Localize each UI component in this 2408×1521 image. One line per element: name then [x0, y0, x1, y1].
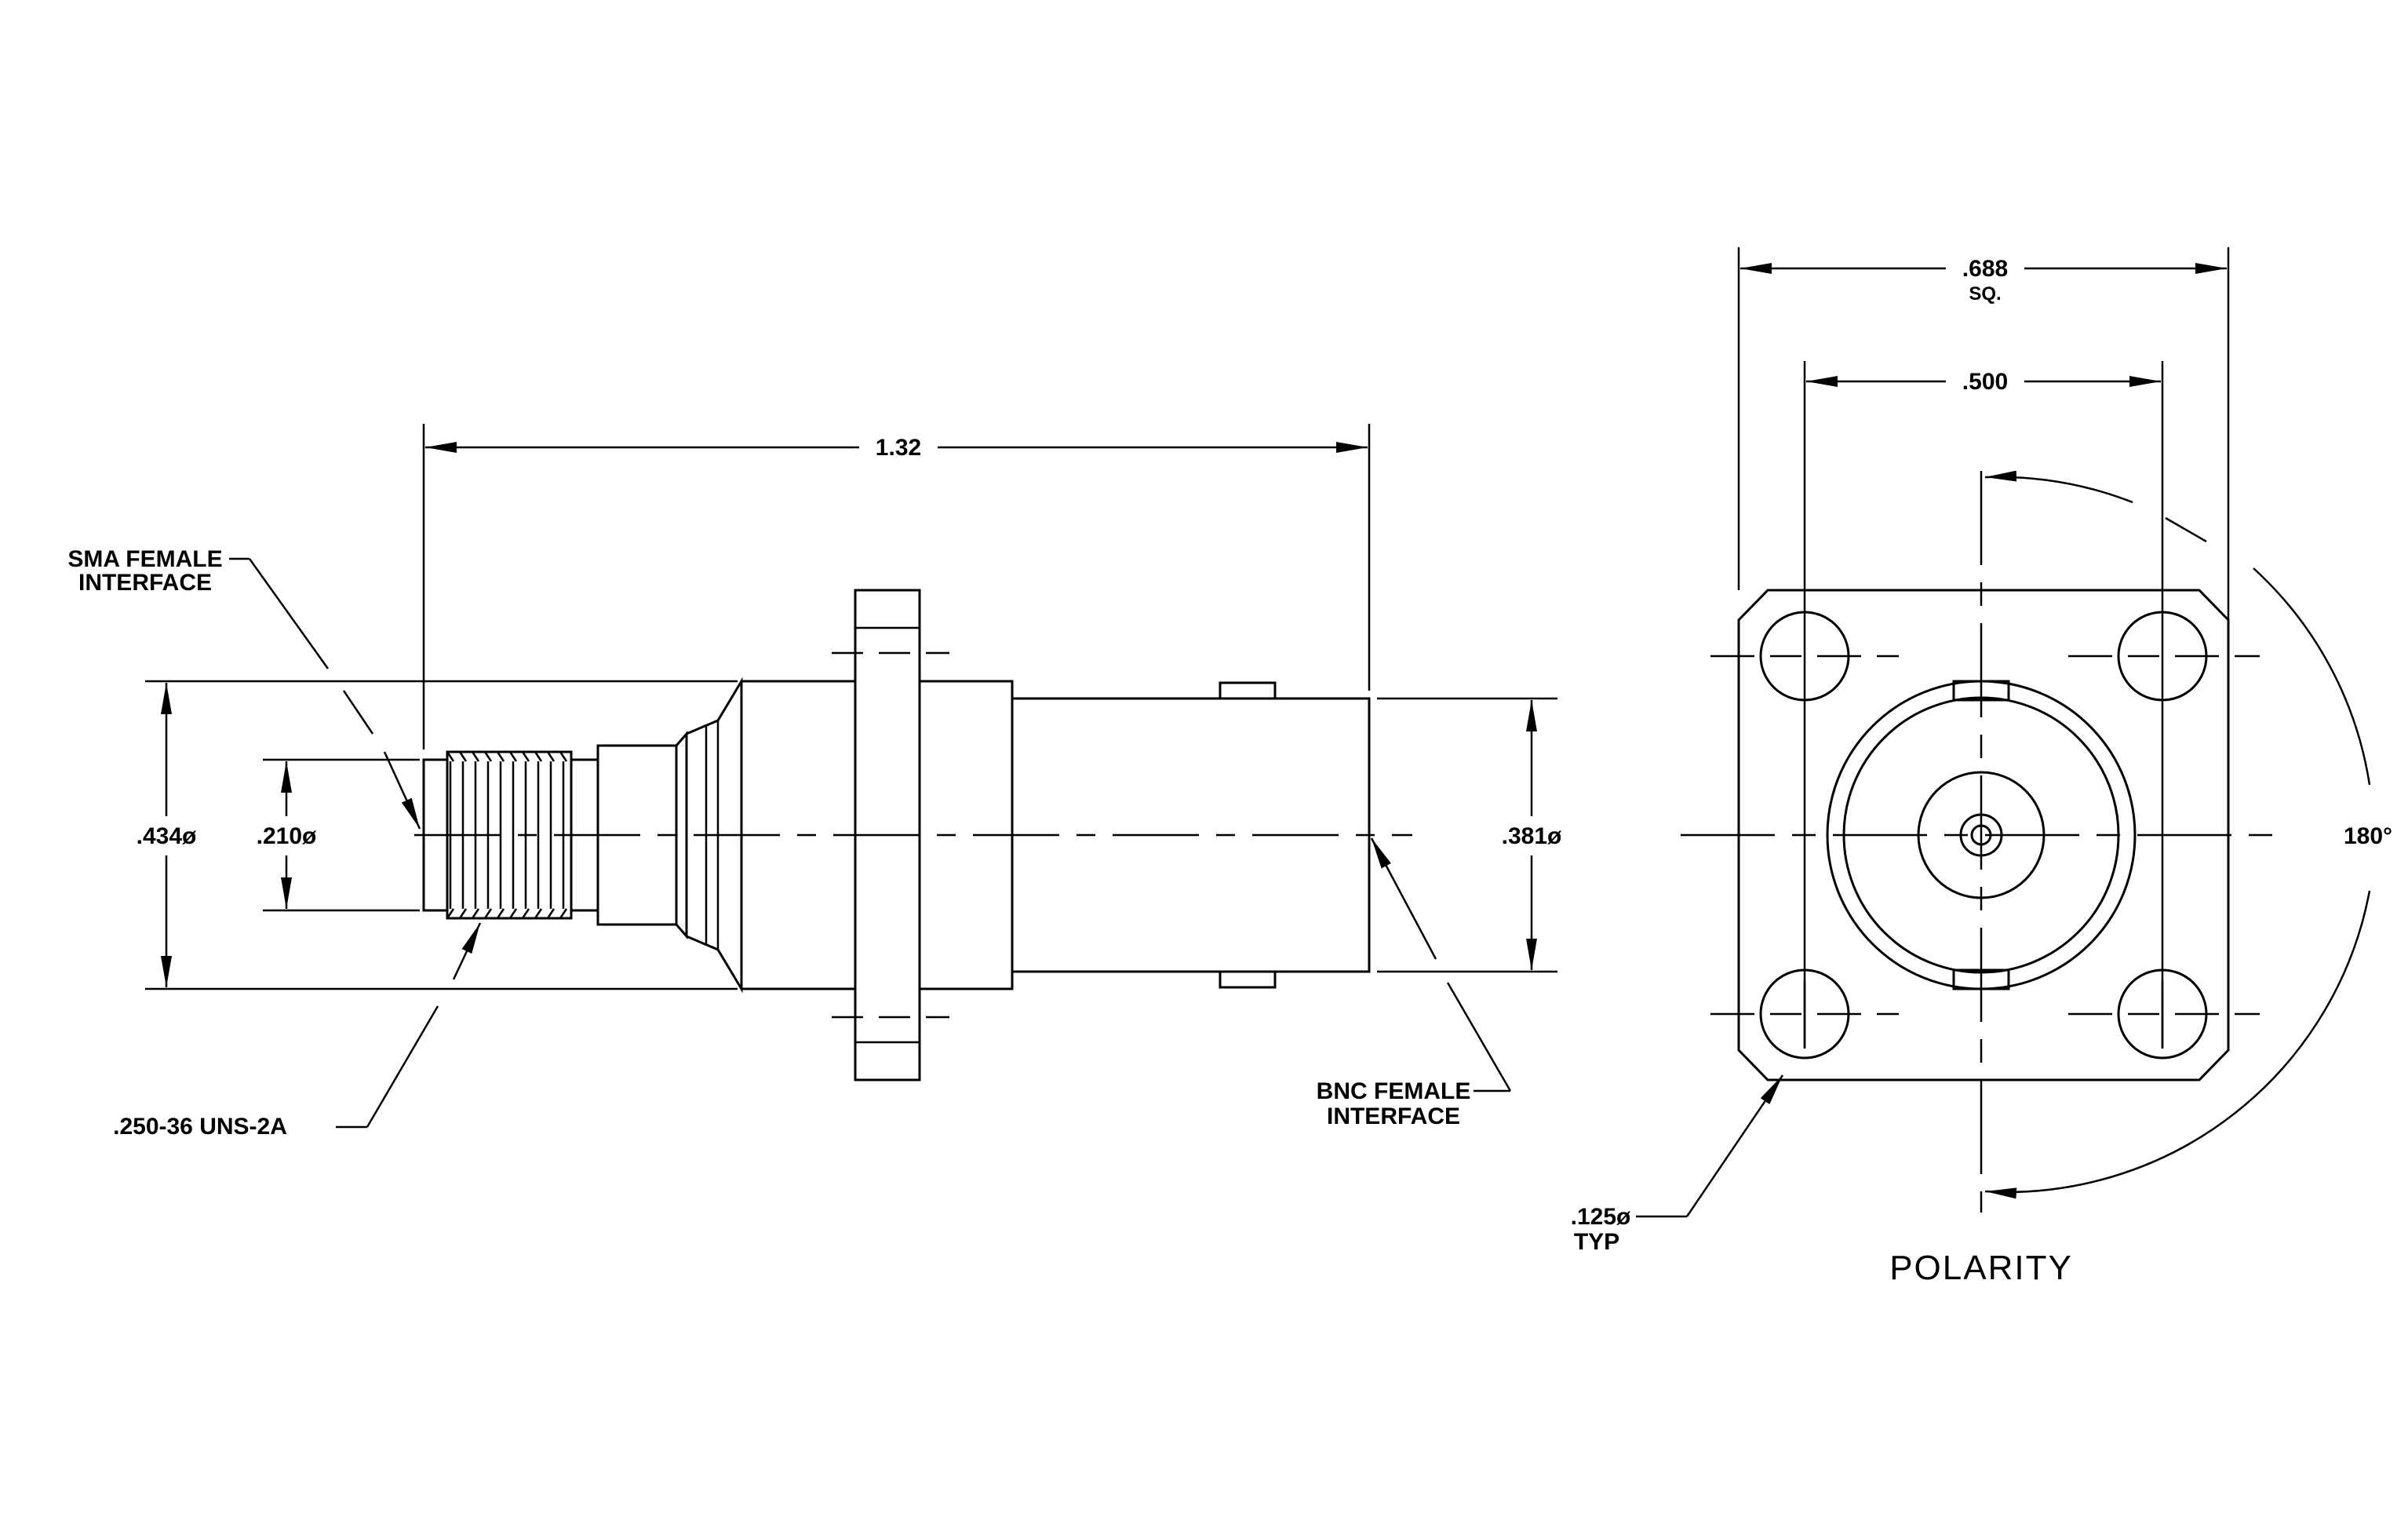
- bnc-interface-callout: BNC FEMALE INTERFACE: [1317, 837, 1512, 1129]
- dim-flange-square-suffix: SQ.: [1969, 283, 2001, 305]
- bnc-face: [1826, 680, 2137, 990]
- bnc-key-top: [1952, 680, 2010, 702]
- sma-chamfer: [675, 730, 688, 940]
- bnc-pin-outer: [1959, 813, 2003, 857]
- dim-body-diameter: .434ø: [137, 683, 197, 987]
- bnc-pin-inner: [1970, 824, 1992, 846]
- bnc-key-bottom: [1952, 968, 2010, 990]
- dim-overall-length-text: 1.32: [876, 435, 921, 461]
- sma-label-line2: INTERFACE: [78, 570, 212, 596]
- dim-sma-diameter: .210ø: [257, 761, 317, 909]
- polarity-arc: 180°: [1984, 470, 2392, 1199]
- dim-flange-square-text: .688: [1962, 256, 2008, 282]
- mounting-holes: [1710, 361, 2260, 1060]
- polarity-angle-text: 180°: [2344, 823, 2392, 849]
- bnc-label-line1: BNC FEMALE: [1317, 1078, 1471, 1104]
- dim-sma-diameter-text: .210ø: [257, 823, 317, 849]
- dim-bnc-diameter: .381ø: [1502, 700, 1562, 970]
- side-extension-lines: [145, 424, 1557, 990]
- bnc-barrel: [1011, 697, 1371, 973]
- sma-hex: [596, 744, 678, 926]
- sma-label-line1: SMA FEMALE: [67, 546, 222, 572]
- dim-flange-square: .688 SQ.: [1737, 247, 2230, 620]
- bnc-dielectric: [1917, 771, 2046, 899]
- dim-hole-spacing-text: .500: [1962, 369, 2008, 395]
- bnc-label-line2: INTERFACE: [1327, 1103, 1460, 1129]
- side-view: 1.32 .434ø .210ø .381ø SMA FEMALE INTERF…: [67, 424, 1562, 1140]
- bnc-stud-top: [1219, 681, 1277, 700]
- dim-overall-length: 1.32: [425, 435, 1368, 461]
- bnc-inner-ring: [1842, 696, 2120, 974]
- dim-body-diameter-text: .434ø: [137, 823, 197, 849]
- polarity-title: POLARITY: [1889, 1249, 2073, 1287]
- thread-callout: .250-36 UNS-2A: [113, 922, 482, 1140]
- hole-typ-text: TYP: [1574, 1229, 1619, 1255]
- thread-label: .250-36 UNS-2A: [113, 1114, 287, 1140]
- flange-square: [1737, 589, 2230, 1081]
- bnc-stud-bottom: [1219, 970, 1277, 989]
- hole-size-callout: .125ø TYP: [1571, 1074, 1784, 1255]
- sma-interface-callout: SMA FEMALE INTERFACE: [67, 546, 421, 830]
- front-view: .688 SQ. .500 180° .125ø TYP POLARITY: [1571, 247, 2392, 1287]
- hole-size-text: .125ø: [1571, 1204, 1631, 1230]
- dim-hole-spacing: .500: [1806, 369, 2161, 395]
- dim-bnc-diameter-text: .381ø: [1502, 823, 1562, 849]
